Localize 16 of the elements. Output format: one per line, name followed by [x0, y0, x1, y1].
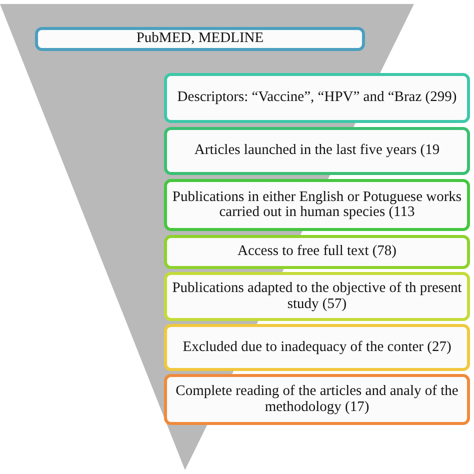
step-box [164, 127, 470, 175]
step-text: Articles launched in the last five years (19 [194, 143, 440, 159]
step-box [35, 27, 365, 51]
step-text: Publications in either English or Potuguese works carried out in human species (113 [171, 190, 463, 220]
step-box [164, 179, 470, 231]
step-text: Excluded due to inadequacy of the conter (27) [182, 340, 452, 356]
step-box [164, 324, 470, 371]
step-text: Access to free full text (78) [237, 244, 397, 260]
step-text: Complete reading of the articles and analy of the methodology (17) [174, 384, 460, 415]
step-box [164, 73, 470, 123]
step-box [164, 272, 470, 321]
step-text: PubMED, MEDLINE [136, 31, 264, 47]
step-text: Descriptors: “Vaccine”, “HPV” and “Braz (299) [177, 90, 457, 106]
step-box [164, 235, 470, 269]
step-box [164, 374, 470, 425]
step-text: Publications adapted to the objective of th present study (57) [171, 281, 463, 312]
